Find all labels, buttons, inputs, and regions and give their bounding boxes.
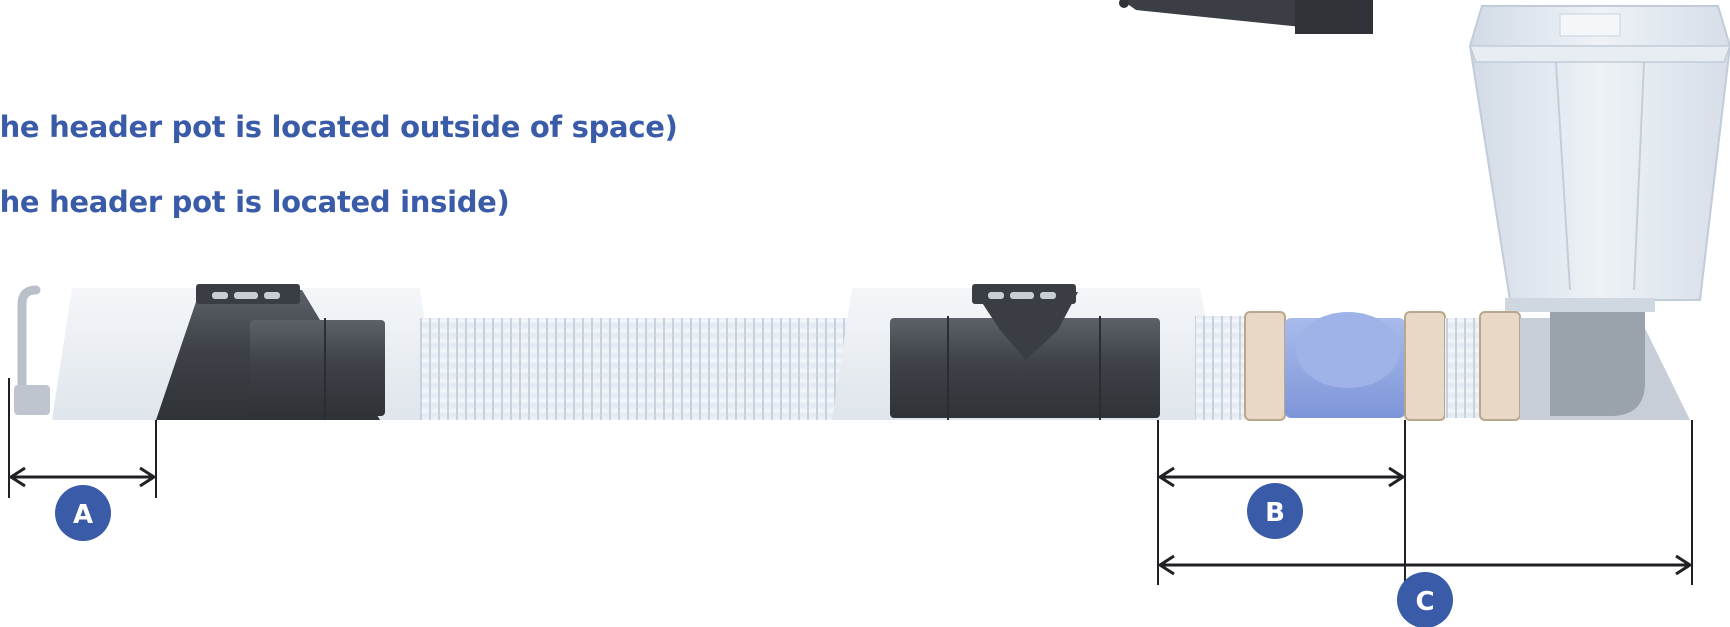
header-pot	[1468, 5, 1730, 312]
dimension-label-c: C	[1415, 587, 1434, 617]
downpipe-fragment	[1119, 0, 1373, 34]
caption-header-pot-outside: the header pot is located outside of spa…	[0, 110, 678, 144]
middle-basin	[832, 284, 1225, 420]
caption-header-pot-inside: the header pot is located inside)	[0, 185, 510, 219]
right-assembly	[1195, 311, 1690, 421]
dimension-a: A	[8, 378, 157, 541]
dimension-badge-a: A	[55, 485, 111, 541]
dimension-badge-c: C	[1397, 572, 1453, 627]
dimension-c: C	[1157, 420, 1693, 627]
dimension-badge-b: B	[1247, 483, 1303, 539]
dimension-label-a: A	[73, 500, 93, 530]
flexible-pipe	[420, 318, 850, 420]
left-basin	[14, 284, 438, 420]
dimension-b: B	[1157, 420, 1406, 585]
dimension-label-b: B	[1265, 498, 1285, 528]
